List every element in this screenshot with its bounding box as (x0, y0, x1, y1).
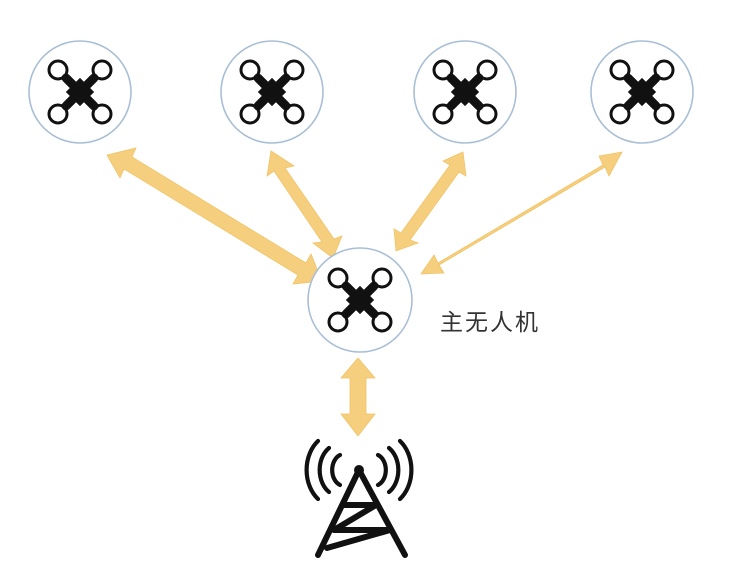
link-arrow-drone-4 (420, 151, 623, 275)
slave-drone-1 (28, 40, 132, 144)
master-drone (307, 247, 413, 353)
slave-drone-3 (413, 40, 517, 144)
master-drone-label: 主无人机 (440, 310, 540, 336)
link-arrow-drone-1 (106, 147, 323, 285)
link-arrow-ground (340, 357, 376, 437)
slave-drone-4 (590, 40, 694, 144)
slave-drone-2 (220, 40, 324, 144)
link-arrows (106, 147, 623, 437)
link-arrow-drone-3 (393, 151, 467, 252)
signal-tower-icon (304, 438, 414, 558)
link-arrow-drone-2 (266, 150, 343, 259)
